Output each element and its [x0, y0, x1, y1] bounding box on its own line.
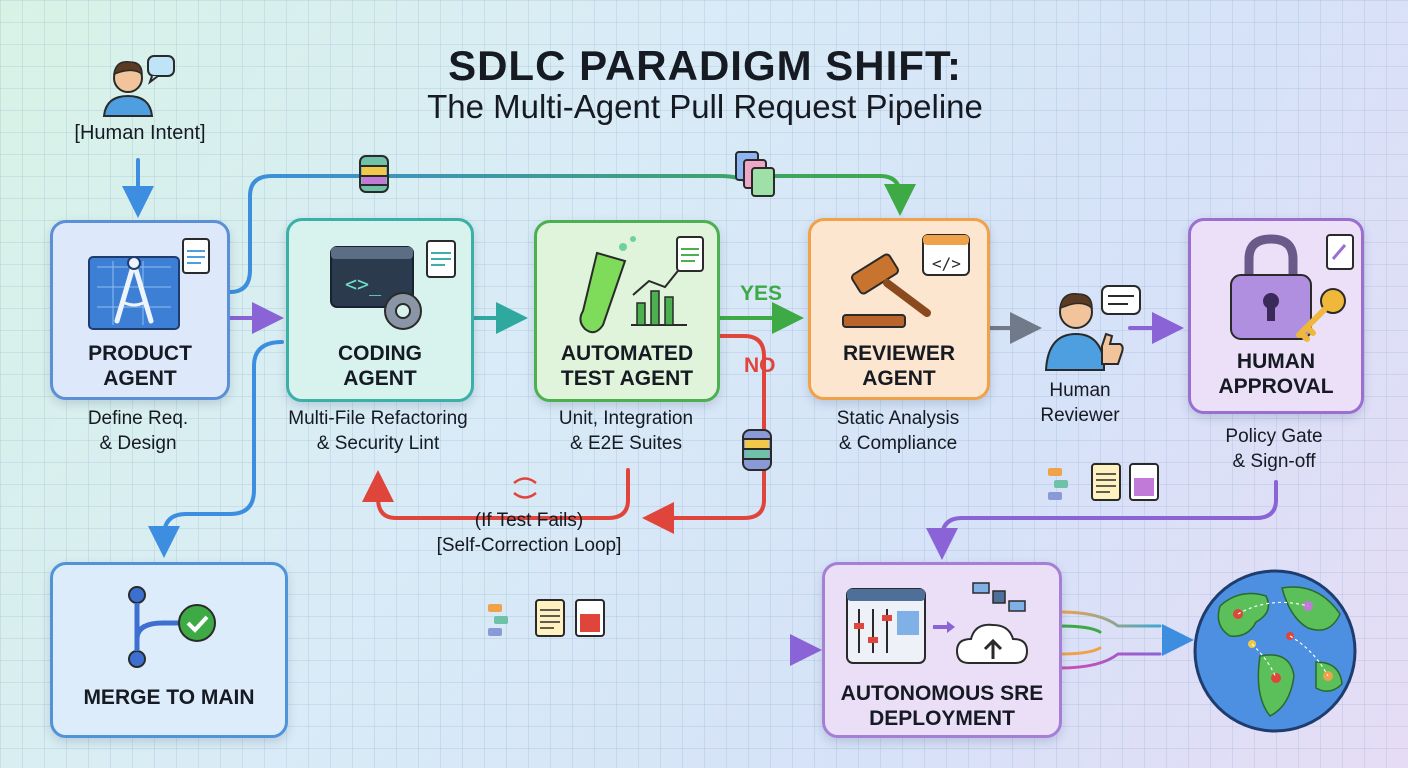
diagram-subtitle: The Multi-Agent Pull Request Pipeline — [427, 88, 983, 125]
product-agent-caption: Define Req.& Design — [87, 408, 189, 454]
reviewer-agent-caption: Static Analysis& Compliance — [836, 408, 960, 454]
database-icon — [359, 155, 389, 193]
git-merge-check-icon — [128, 586, 216, 668]
documents-icon — [735, 151, 775, 197]
test-results-database-icon — [742, 429, 772, 471]
gavel-icon: </> — [842, 234, 970, 328]
globe-icon — [1193, 569, 1357, 733]
coding-agent-caption: Multi-File Refactoring& Security Lint — [288, 408, 468, 454]
merge-to-main-label: MERGE TO MAIN — [83, 686, 255, 709]
test-tube-chart-icon — [579, 236, 704, 334]
human-approval-caption: Policy Gate& Sign-off — [1225, 426, 1323, 472]
artifacts-icons — [1048, 463, 1159, 501]
test-agent-caption: Unit, Integration& E2E Suites — [558, 408, 694, 454]
human-reviewer-thumbs-up-icon — [1044, 285, 1141, 371]
lock-key-icon — [1230, 234, 1354, 342]
merge-to-main-box[interactable]: MERGE TO MAIN — [50, 562, 288, 738]
human-user-icon — [102, 55, 175, 117]
yes-label: YES — [740, 282, 783, 305]
code-gear-icon: <>_ — [330, 240, 456, 330]
dashboard-cloud-satellite-icon — [846, 582, 1029, 664]
self-correction-loop-label: (If Test Fails)[Self-Correction Loop] — [436, 510, 622, 556]
no-label: NO — [744, 354, 776, 377]
svg-text:<>_: <>_ — [345, 272, 382, 296]
diagram-title: SDLC PARADIGM SHIFT: — [448, 42, 962, 89]
human-intent-label: [Human Intent] — [74, 122, 206, 144]
svg-text:</>: </> — [932, 254, 961, 273]
merge-artifacts-icons — [488, 599, 605, 637]
blueprint-compass-icon — [88, 238, 210, 330]
